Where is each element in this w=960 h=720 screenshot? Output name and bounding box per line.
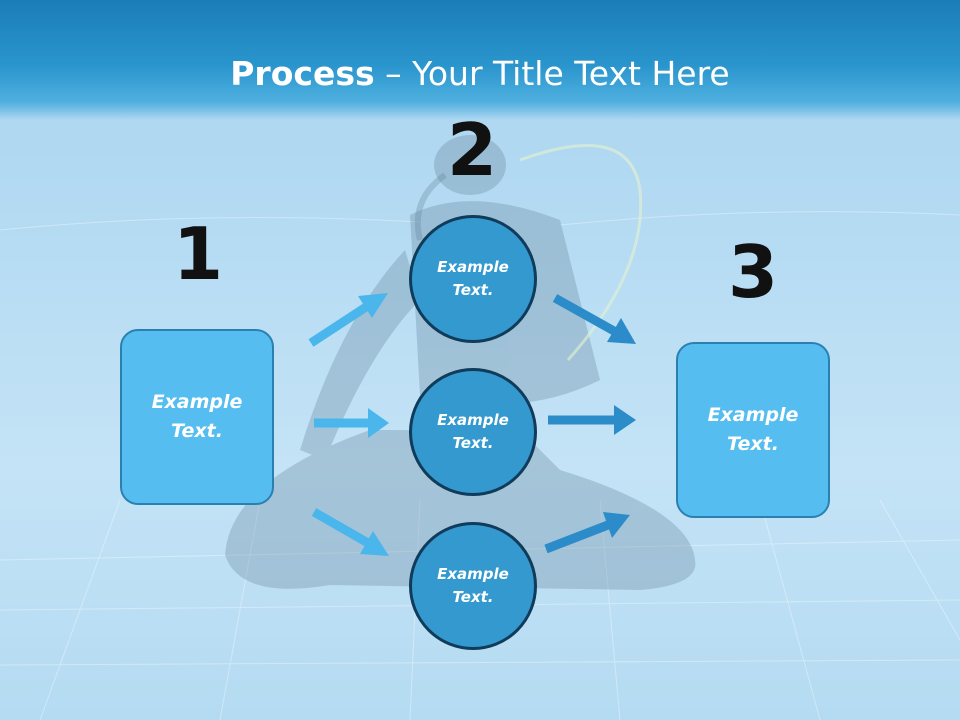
arrow-right-middle-icon (548, 405, 636, 435)
step-3-box[interactable]: Example Text. (676, 342, 830, 518)
step-3-text: Example Text. (707, 404, 799, 455)
step-2-text-top: Example Text. (437, 258, 509, 299)
arrow-left-top-icon (308, 293, 388, 347)
title-bold: Process (230, 54, 375, 93)
arrow-left-bottom-icon (311, 508, 389, 556)
step-2-circle-middle[interactable]: Example Text. (409, 368, 537, 496)
title-rest: – Your Title Text Here (374, 54, 730, 93)
step-2-text-bottom: Example Text. (437, 565, 509, 606)
step-number-2: 2 (446, 108, 498, 192)
arrow-left-middle-icon (314, 408, 389, 438)
slide-title: Process – Your Title Text Here (0, 52, 960, 96)
arrow-right-top-icon (552, 294, 636, 344)
step-number-3: 3 (727, 230, 779, 314)
title-bar (0, 0, 960, 120)
step-1-text: Example Text. (151, 391, 243, 442)
arrow-right-bottom-icon (544, 512, 630, 554)
step-1-box[interactable]: Example Text. (120, 329, 274, 505)
step-2-text-middle: Example Text. (437, 411, 509, 452)
step-number-1: 1 (172, 212, 224, 296)
step-2-circle-bottom[interactable]: Example Text. (409, 522, 537, 650)
step-2-circle-top[interactable]: Example Text. (409, 215, 537, 343)
